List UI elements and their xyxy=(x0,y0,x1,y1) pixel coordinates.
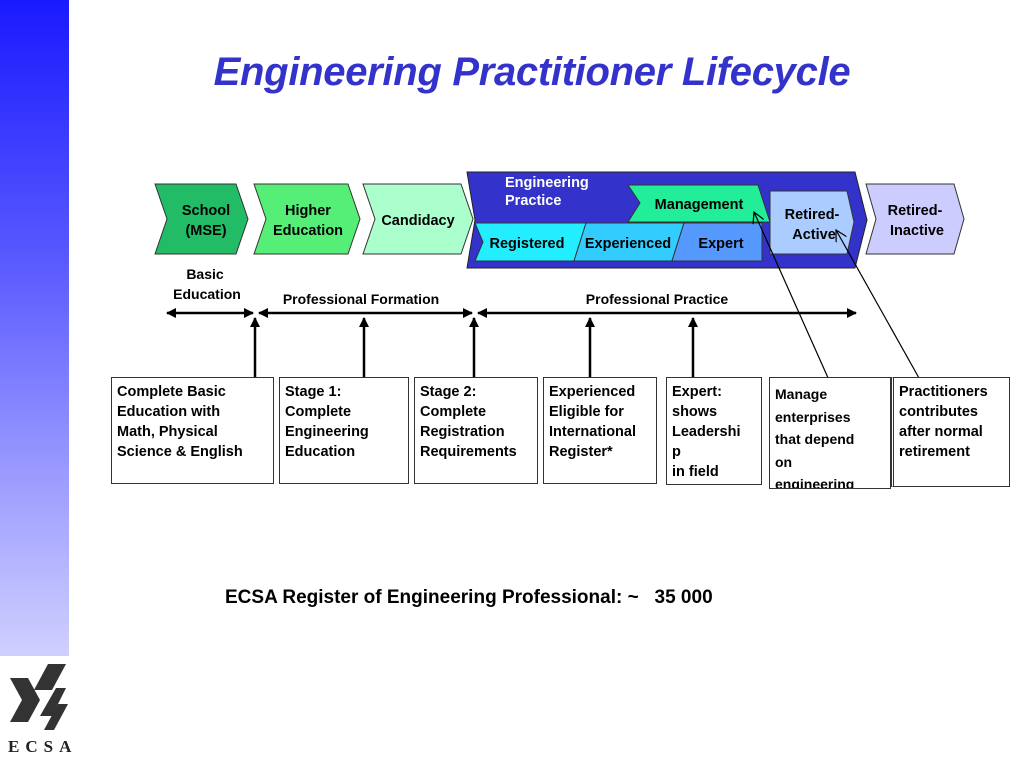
stage-higher-label-1: Higher xyxy=(285,203,331,219)
scale-professional-formation: Professional Formation xyxy=(283,291,439,307)
desc-box-expert: Expert: shows Leadershi p in field xyxy=(666,377,762,485)
pointer-retired-active xyxy=(836,230,920,379)
stage-expert-label: Expert xyxy=(698,236,743,252)
stage-retired-active-label-2: Active xyxy=(792,227,836,243)
stage-registered: Registered xyxy=(474,222,587,262)
stage-school-label-1: School xyxy=(182,203,230,219)
desc-line: Complete xyxy=(420,404,487,420)
desc-line: Science & English xyxy=(117,444,243,460)
desc-line: that depend xyxy=(775,431,855,447)
desc-line: Eligible for xyxy=(549,404,624,420)
ecsa-logo-icon xyxy=(10,664,68,730)
stage-candidacy: Candidacy xyxy=(362,183,474,255)
desc-box-experienced: Experienced Eligible for International R… xyxy=(543,377,657,484)
ecsa-logo-text: ECSA xyxy=(8,737,78,756)
desc-line: shows xyxy=(672,404,718,420)
register-count-text: ECSA Register of Engineering Professiona… xyxy=(225,587,713,608)
desc-line: in field xyxy=(672,464,719,480)
stage-candidacy-label: Candidacy xyxy=(381,213,454,229)
scale-basic-education-2: Education xyxy=(173,286,241,302)
desc-line: enterprises xyxy=(775,408,851,425)
stage-retired-inactive-label-1: Retired- xyxy=(888,203,943,219)
desc-line: engineering xyxy=(775,476,855,489)
desc-line: Stage 2: xyxy=(420,384,477,400)
stage-retired-inactive: Retired- Inactive xyxy=(865,183,965,255)
desc-line: Stage 1: xyxy=(285,384,342,400)
desc-box-stage2: Stage 2: Complete Registration Requireme… xyxy=(414,377,538,484)
desc-line: contributes xyxy=(899,404,978,420)
desc-line: Practitioners xyxy=(899,384,988,400)
stage-management: Management xyxy=(627,184,771,223)
practice-label-1: Engineering xyxy=(505,175,589,191)
desc-line: Leadershi xyxy=(672,424,741,440)
stage-retired-inactive-label-2: Inactive xyxy=(890,223,944,239)
desc-line: Experienced xyxy=(549,384,636,400)
desc-line: Manage xyxy=(775,386,828,402)
practice-label-2: Practice xyxy=(505,193,561,209)
desc-line: on xyxy=(775,453,793,470)
stage-management-label: Management xyxy=(655,197,744,213)
stage-higher-education: Higher Education xyxy=(253,183,361,255)
desc-line: Expert: xyxy=(672,384,722,400)
page-title: Engineering Practitioner Lifecycle xyxy=(213,50,851,94)
desc-box-retirement: Practitioners contributes after normal r… xyxy=(891,377,1010,487)
desc-line: after normal xyxy=(899,424,983,440)
desc-line: Register* xyxy=(549,444,613,460)
stage-retired-active: Retired- Active xyxy=(769,190,855,255)
stage-experienced-label: Experienced xyxy=(585,236,671,252)
stage-experienced: Experienced xyxy=(573,222,685,262)
stage-higher-label-2: Education xyxy=(273,223,343,239)
desc-line: Complete xyxy=(285,404,352,420)
desc-line: Math, Physical xyxy=(117,424,218,440)
pointer-management xyxy=(754,212,830,381)
desc-line: Engineering xyxy=(285,424,369,440)
stage-expert: Expert xyxy=(671,222,763,262)
desc-box-management: Manage enterprises that depend on engine… xyxy=(769,377,891,489)
stage-school-label-2: (MSE) xyxy=(185,223,226,239)
desc-line: Education xyxy=(285,444,356,460)
desc-line: International xyxy=(549,424,637,440)
stage-school: School (MSE) xyxy=(154,183,249,255)
desc-line: p xyxy=(672,444,681,460)
desc-line: Registration xyxy=(420,424,505,440)
desc-box-basic-education: Complete Basic Education with Math, Phys… xyxy=(111,377,274,484)
desc-line: Education with xyxy=(117,404,221,420)
desc-line: Complete Basic xyxy=(117,384,226,400)
desc-line: retirement xyxy=(899,444,970,460)
left-accent-bar xyxy=(0,0,69,656)
stage-registered-label: Registered xyxy=(490,236,565,252)
scale-professional-practice: Professional Practice xyxy=(586,291,729,307)
desc-line: Requirements xyxy=(420,444,517,460)
scale-basic-education-1: Basic xyxy=(186,266,224,282)
desc-box-stage1: Stage 1: Complete Engineering Education xyxy=(279,377,409,484)
stage-retired-active-label-1: Retired- xyxy=(785,207,840,223)
